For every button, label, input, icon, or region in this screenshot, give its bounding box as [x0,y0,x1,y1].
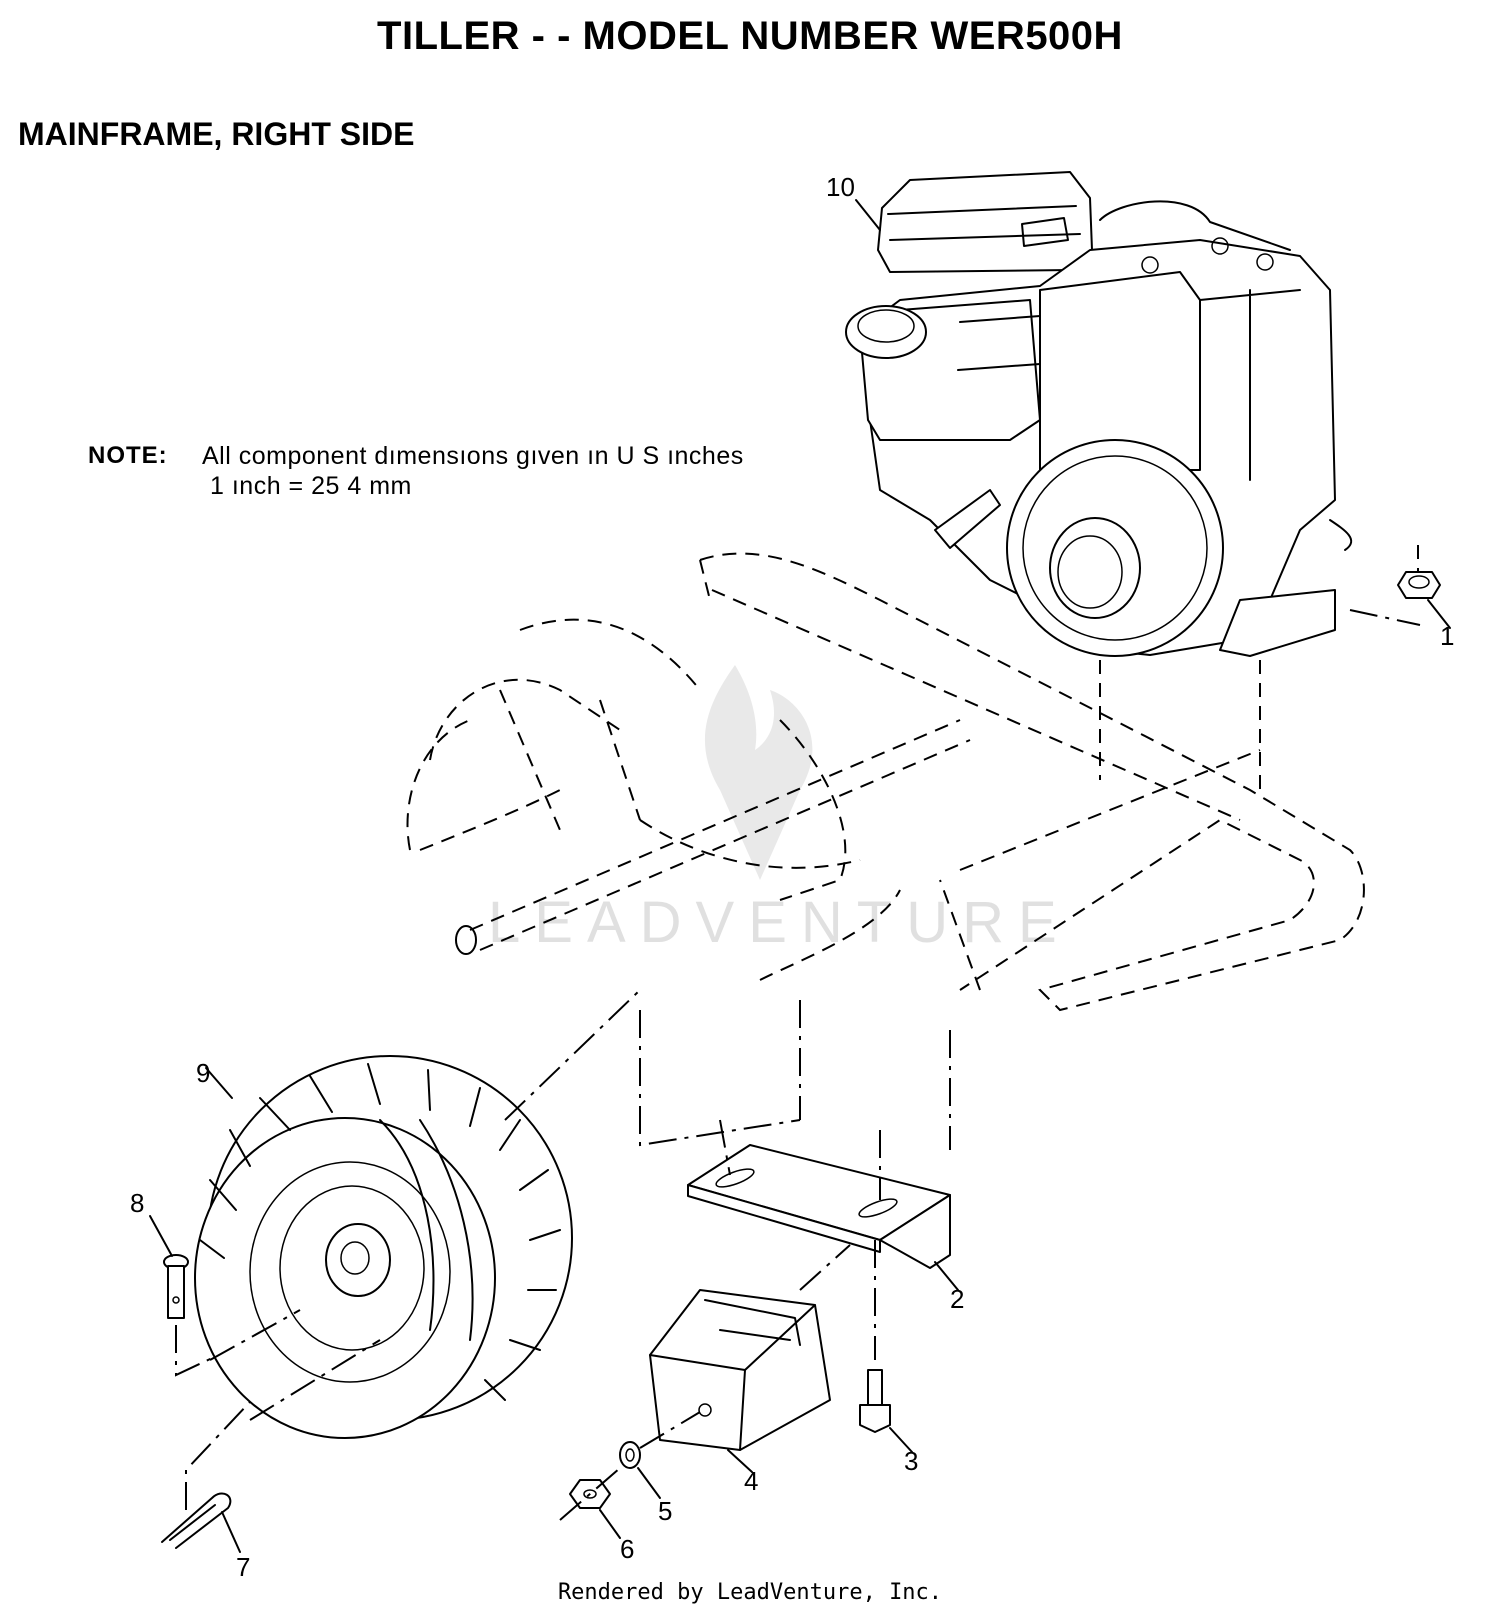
callout-5: 5 [658,1496,672,1526]
callout-1: 1 [1440,621,1454,651]
watermark-logo: LEADVENTURE [488,665,1071,955]
callout-7: 7 [236,1552,250,1582]
engine-part-10[interactable] [845,171,1421,790]
note-label: NOTE: [88,442,168,469]
frame-and-tines-reference [406,552,1365,1150]
callout-2: 2 [950,1284,964,1314]
bracket-part-2[interactable] [687,1119,959,1291]
hex-nut-part-6[interactable] [559,1467,621,1539]
hex-nut-part-1[interactable] [1397,545,1451,629]
wheel-axle-line [249,1339,381,1421]
watermark-text: LEADVENTURE [488,890,1071,955]
footer-credit: Rendered by LeadVenture, Inc. [557,1580,943,1605]
section-title: MAINFRAME, RIGHT SIDE [18,116,415,152]
callout-10-leader [855,199,881,231]
bolt-part-3[interactable] [859,1240,913,1453]
callout-9: 9 [196,1058,210,1088]
wheel-tire-part-9[interactable] [194,989,641,1439]
lockwasher-part-5[interactable] [619,1411,701,1499]
callout-6: 6 [620,1534,634,1564]
note-text-line1: All component dımensıons gıven ın U S ın… [202,442,744,470]
callout-3: 3 [904,1446,918,1476]
note-text-line2: 1 ınch = 25 4 mm [210,472,412,500]
callout-10: 10 [826,172,855,202]
callout-8: 8 [130,1188,144,1218]
callout-4: 4 [744,1466,758,1496]
hairpin-clip-part-7[interactable] [161,1369,281,1553]
weight-part-4[interactable] [649,1244,851,1473]
diagram-title: TILLER - - MODEL NUMBER WER500H [377,14,1123,58]
